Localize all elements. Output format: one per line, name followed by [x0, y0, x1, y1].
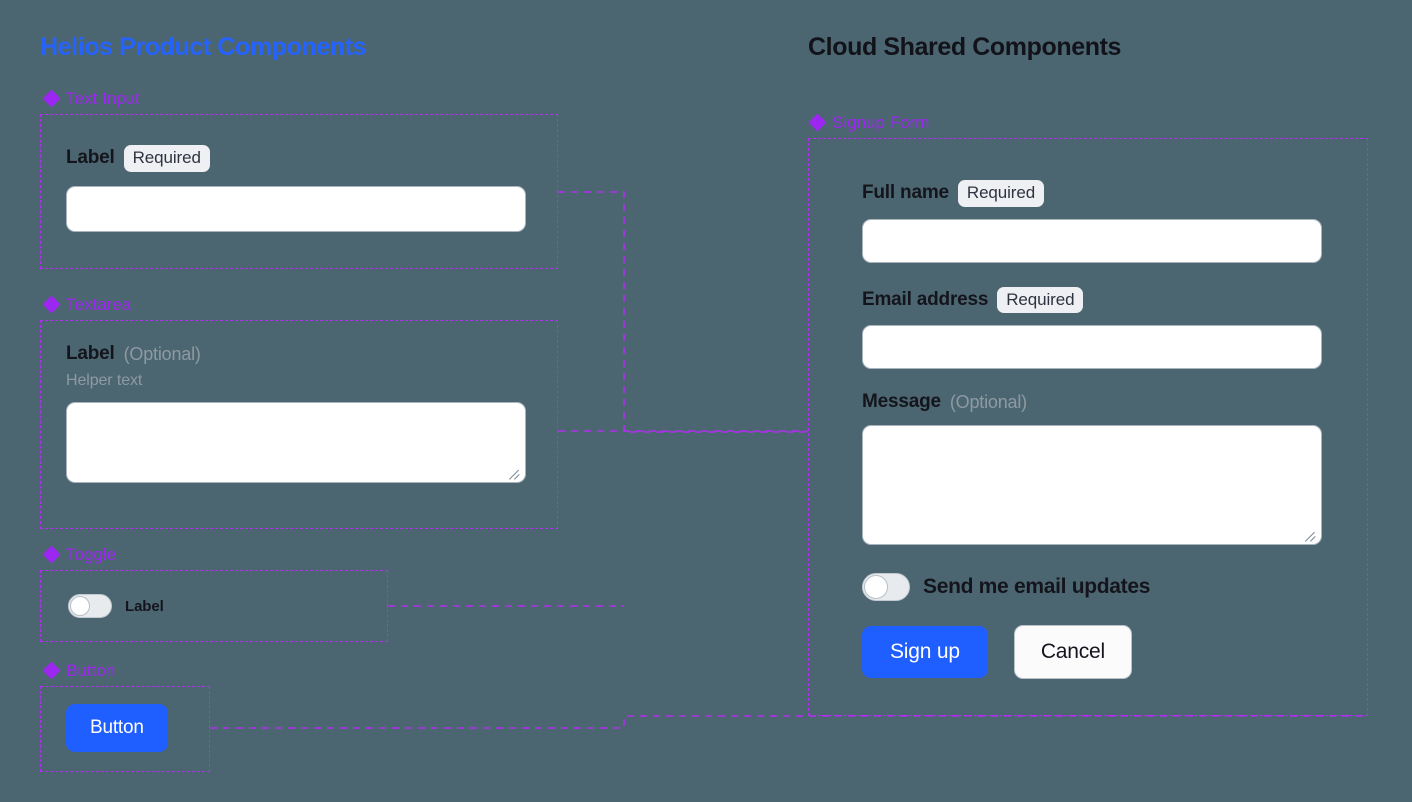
- group-label-text-input: Text Input: [42, 89, 140, 108]
- component-box-text-input: [40, 114, 558, 269]
- field-message: Message (Optional): [862, 391, 1322, 546]
- message-label: Message: [862, 391, 941, 413]
- group-label-textarea: Textarea: [42, 295, 132, 314]
- text-input-field[interactable]: [66, 185, 526, 232]
- field-email: Email address Required: [862, 286, 1322, 370]
- group-label-text: Text Input: [66, 89, 140, 108]
- connector-button-to-signup: [210, 715, 1368, 729]
- group-label-signup-form: Signup Form: [808, 113, 930, 132]
- signup-actions: Sign up Cancel: [862, 625, 1322, 680]
- toggle-component: Label: [68, 594, 164, 618]
- email-updates-label: Send me email updates: [923, 575, 1151, 599]
- component-box-button: [40, 686, 210, 772]
- text-input-label: Label: [66, 147, 115, 169]
- diamond-icon: [808, 113, 827, 132]
- diamond-icon: [42, 545, 61, 564]
- component-box-toggle: [40, 570, 388, 642]
- message-label-row: Message (Optional): [862, 391, 1322, 413]
- connector-text-input-to-signup: [558, 191, 808, 433]
- left-panel-title: Helios Product Components: [40, 33, 367, 61]
- full-name-input[interactable]: [862, 218, 1322, 263]
- textarea-component: Label (Optional) Helper text: [66, 343, 526, 483]
- message-textarea[interactable]: [862, 425, 1322, 546]
- right-panel-title: Cloud Shared Components: [808, 33, 1122, 61]
- email-input[interactable]: [862, 325, 1322, 370]
- email-updates-toggle[interactable]: [862, 573, 910, 602]
- component-box-textarea: [40, 320, 558, 529]
- required-badge: Required: [997, 286, 1084, 314]
- textarea-wrapper: [66, 402, 526, 483]
- group-label-text: Signup Form: [832, 113, 930, 132]
- textarea-label-row: Label (Optional): [66, 343, 526, 365]
- toggle-knob: [70, 596, 90, 616]
- text-input-component: Label Required: [66, 145, 526, 232]
- group-label-text: Textarea: [66, 295, 132, 314]
- group-label-text: Toggle: [66, 545, 117, 564]
- toggle-knob: [864, 575, 888, 600]
- required-badge: Required: [123, 145, 210, 172]
- email-updates-toggle-row: Send me email updates: [862, 573, 1322, 602]
- required-badge: Required: [957, 180, 1045, 207]
- textarea-helper-text: Helper text: [66, 372, 143, 389]
- textarea-label: Label: [66, 343, 115, 364]
- field-full-name: Full name Required: [862, 180, 1322, 263]
- group-label-toggle: Toggle: [42, 545, 117, 564]
- email-label-row: Email address Required: [862, 286, 1322, 314]
- toggle-row: Label: [68, 594, 164, 618]
- button-component: Button: [66, 704, 168, 752]
- message-textarea-wrapper: [862, 425, 1322, 546]
- component-box-signup-form: [808, 138, 1368, 716]
- optional-tag: (Optional): [123, 343, 201, 364]
- full-name-label-row: Full name Required: [862, 180, 1322, 207]
- signup-form-component: Full name Required Email address Require…: [862, 180, 1322, 680]
- diamond-icon: [42, 661, 61, 680]
- text-input-label-row: Label Required: [66, 145, 526, 172]
- toggle-label: Label: [125, 597, 164, 615]
- optional-tag: (Optional): [949, 391, 1027, 412]
- cancel-button[interactable]: Cancel: [1013, 625, 1132, 680]
- diamond-icon: [42, 295, 61, 314]
- diamond-icon: [42, 89, 61, 108]
- demo-button[interactable]: Button: [66, 704, 168, 752]
- group-label-text: Button: [66, 661, 116, 680]
- full-name-label: Full name: [862, 182, 949, 204]
- email-label: Email address: [862, 288, 989, 310]
- group-label-button: Button: [42, 661, 116, 680]
- textarea-field[interactable]: [66, 402, 526, 483]
- sign-up-button[interactable]: Sign up: [862, 626, 988, 679]
- toggle-switch[interactable]: [68, 594, 112, 618]
